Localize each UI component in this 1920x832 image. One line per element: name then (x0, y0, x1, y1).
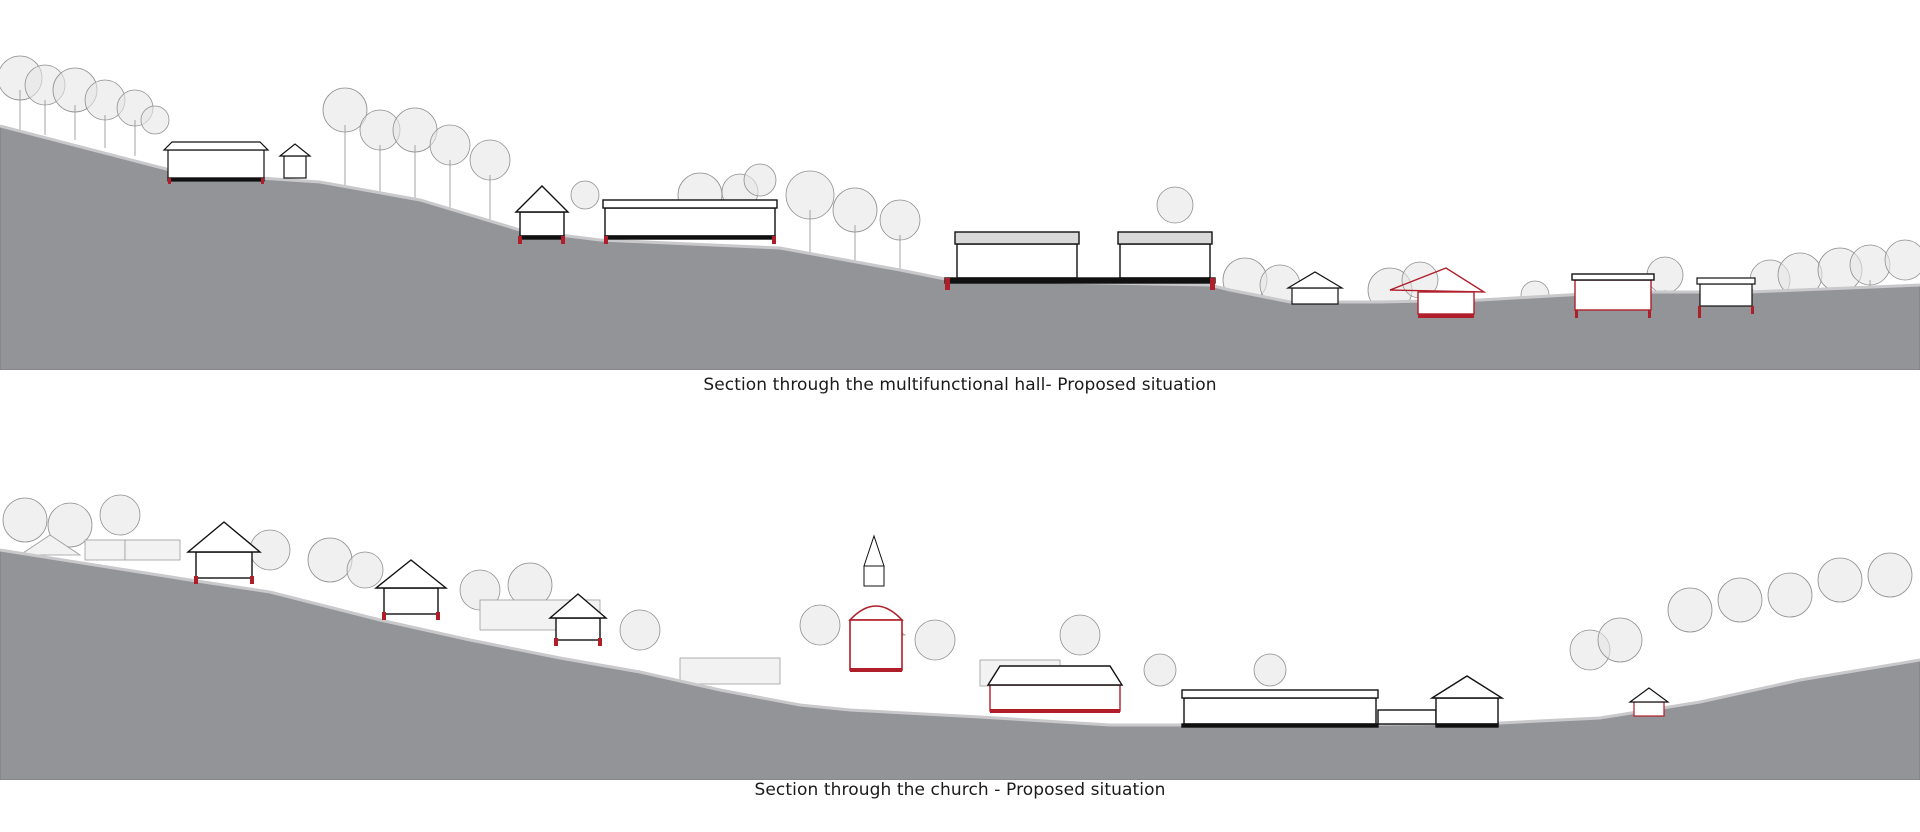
building-4-long (602, 199, 778, 244)
section-multifunctional-hall (0, 30, 1920, 370)
house-g-small-red (1628, 687, 1670, 717)
building-9-small (1696, 277, 1756, 318)
building-6-small-gable (1285, 271, 1345, 305)
section-caption-church: Section through the church - Proposed si… (754, 780, 1166, 800)
tree-cluster-mid-left (322, 87, 600, 222)
building-7-red-gable (1389, 267, 1487, 318)
multifunctional-hall (944, 231, 1216, 290)
section-drawing-hall (0, 55, 1920, 370)
ground-surface-line (0, 124, 1920, 304)
tree-cluster-left (0, 55, 170, 156)
church (848, 534, 904, 672)
house-c (548, 593, 608, 646)
building-e-long (1181, 689, 1437, 728)
building-1 (162, 141, 270, 184)
trees-group (2, 494, 1913, 687)
building-3-gable (514, 185, 570, 244)
building-2-shed (278, 143, 312, 179)
ground-profile (0, 549, 1920, 780)
building-d-red (986, 665, 1124, 713)
house-b (374, 559, 448, 620)
ground-surface-line (0, 548, 1920, 727)
house-f (1429, 675, 1505, 728)
section-caption-hall: Section through the multifunctional hall… (703, 375, 1217, 395)
section-church (0, 480, 1920, 800)
house-a (186, 521, 262, 584)
building-8-red (1571, 273, 1655, 318)
section-drawing-church (0, 494, 1920, 780)
